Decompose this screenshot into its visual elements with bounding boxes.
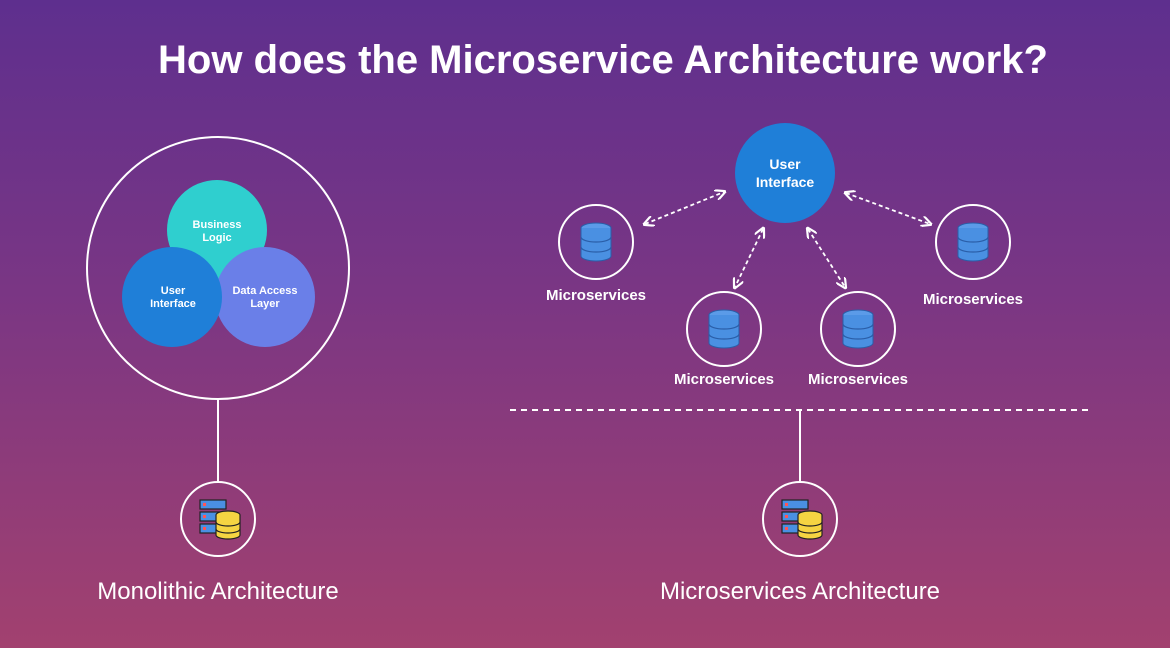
ms-user-interface-circle xyxy=(735,123,835,223)
data-access-label-2: Layer xyxy=(250,298,280,310)
data-access-label-1: Data Access xyxy=(232,285,297,297)
service-label-4: Microservices xyxy=(923,291,1023,308)
arrow-ui-service-1 xyxy=(645,192,724,224)
database-icon xyxy=(842,309,874,349)
service-circle-4 xyxy=(935,204,1011,280)
server-database-icon xyxy=(199,499,241,540)
microservices-architecture: User Interface Microservices Microservic… xyxy=(510,123,1090,605)
database-circle xyxy=(762,481,838,557)
database-icon xyxy=(580,222,612,262)
service-label-1: Microservices xyxy=(546,287,646,304)
server-database-icon xyxy=(781,499,823,540)
arrow-ui-service-4 xyxy=(846,193,930,224)
arrow-ui-service-3 xyxy=(808,229,845,287)
data-access-layer-circle xyxy=(215,247,315,347)
service-circle-2 xyxy=(686,291,762,367)
user-interface-circle xyxy=(122,247,222,347)
arrow-ui-service-2 xyxy=(735,229,763,287)
microservices-label: Microservices Architecture xyxy=(660,578,940,605)
page-title: How does the Microservice Architecture w… xyxy=(158,38,1048,82)
monolithic-architecture: Business Logic User Interface Data Acces… xyxy=(86,136,350,605)
service-label-3: Microservices xyxy=(808,371,908,388)
monolithic-label: Monolithic Architecture xyxy=(97,578,338,605)
ms-ui-label-1: User xyxy=(769,156,801,172)
database-circle xyxy=(180,481,256,557)
ms-ui-label-2: Interface xyxy=(756,174,815,190)
database-icon xyxy=(708,309,740,349)
business-logic-label-2: Logic xyxy=(202,232,231,244)
database-icon xyxy=(957,222,989,262)
user-interface-label-2: Interface xyxy=(150,298,196,310)
business-logic-label-1: Business xyxy=(193,219,242,231)
service-label-2: Microservices xyxy=(674,371,774,388)
user-interface-label-1: User xyxy=(161,285,186,297)
service-circle-3 xyxy=(820,291,896,367)
service-circle-1 xyxy=(558,204,634,280)
